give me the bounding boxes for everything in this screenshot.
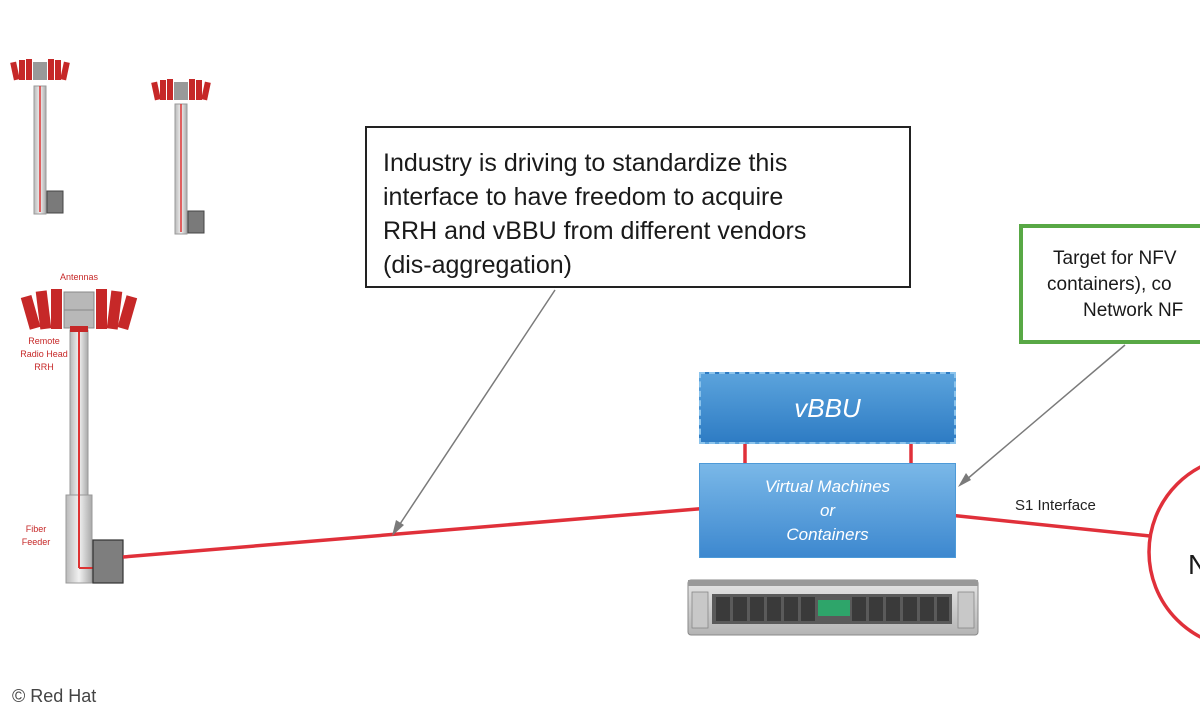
callout-line: (dis-aggregation) <box>383 251 572 279</box>
callout-line: RRH and vBBU from different vendors <box>383 217 807 245</box>
core-node-label: N <box>1188 549 1200 580</box>
rrh-label-line-2: Radio Head <box>20 349 68 359</box>
rack-server-icon <box>687 579 979 636</box>
small-tower-icon <box>151 79 211 235</box>
s1-interface-label: S1 Interface <box>1015 497 1096 514</box>
vm-containers-box: Virtual Machines or Containers <box>699 463 956 558</box>
small-tower-icon <box>10 59 70 215</box>
callout-line: Industry is driving to standardize this <box>383 149 788 177</box>
vm-label-line-1: Virtual Machines <box>764 476 891 496</box>
copyright-notice: © Red Hat <box>12 686 97 706</box>
callout-line: interface to have freedom to acquire <box>383 183 784 211</box>
fiber-feeder-label-line-2: Feeder <box>22 537 51 547</box>
rrh-label-line-1: Remote <box>28 336 60 346</box>
rrh-label-line-3: RRH <box>34 362 54 372</box>
callout-line: containers), co <box>1047 274 1172 295</box>
antennas-label: Antennas <box>60 272 99 282</box>
standardization-callout: Industry is driving to standardize this … <box>365 126 911 288</box>
fronthaul-link <box>122 412 747 559</box>
callout-line: Target for NFV <box>1053 248 1177 269</box>
large-tower-icon: Antennas Remote Radio Head RRH Fiber Fee… <box>20 272 138 584</box>
vm-label-line-3: Containers <box>786 524 869 544</box>
fiber-feeder-label-line-1: Fiber <box>26 524 47 534</box>
vm-label-line-2: or <box>819 500 836 520</box>
nfv-target-callout: Target for NFV containers), co Network N… <box>1019 224 1200 344</box>
callout-pointer-arrow <box>392 289 556 536</box>
callout-line: Network NF <box>1083 300 1184 321</box>
core-node-circle <box>1147 465 1200 639</box>
vbbu-label: vBBU <box>794 392 861 423</box>
nfv-pointer-arrow <box>958 344 1126 487</box>
vbbu-box: vBBU <box>699 372 956 444</box>
